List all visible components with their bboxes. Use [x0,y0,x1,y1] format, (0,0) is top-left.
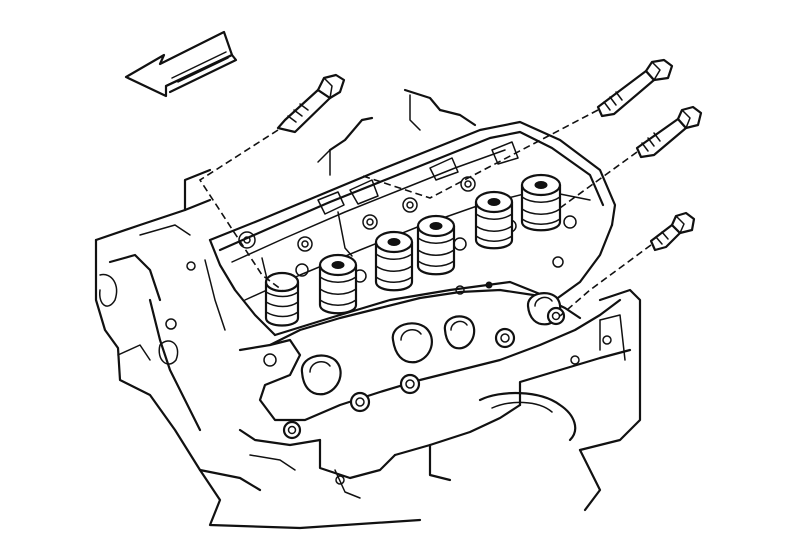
valve-spring [318,253,358,315]
valve-spring [474,190,514,250]
head-bolts [276,58,703,252]
engine-block [94,88,477,530]
bolt-leader-lines [198,109,652,317]
valve-spring [416,214,456,276]
exhaust-flange [238,285,622,440]
valve-spring [374,230,414,292]
front-direction-arrow [124,30,238,98]
head-bolt [276,73,346,134]
exhaust-port [300,354,342,396]
exhaust-port [391,322,433,364]
lower-block [198,288,642,512]
head-bolt [596,58,674,118]
valve-spring [520,173,562,232]
head-bolt [649,211,696,252]
head-bolt [635,105,703,159]
cylinder-head [208,120,617,337]
valve-spring [264,271,300,327]
valve-springs [264,173,562,327]
exhaust-port [443,315,476,350]
